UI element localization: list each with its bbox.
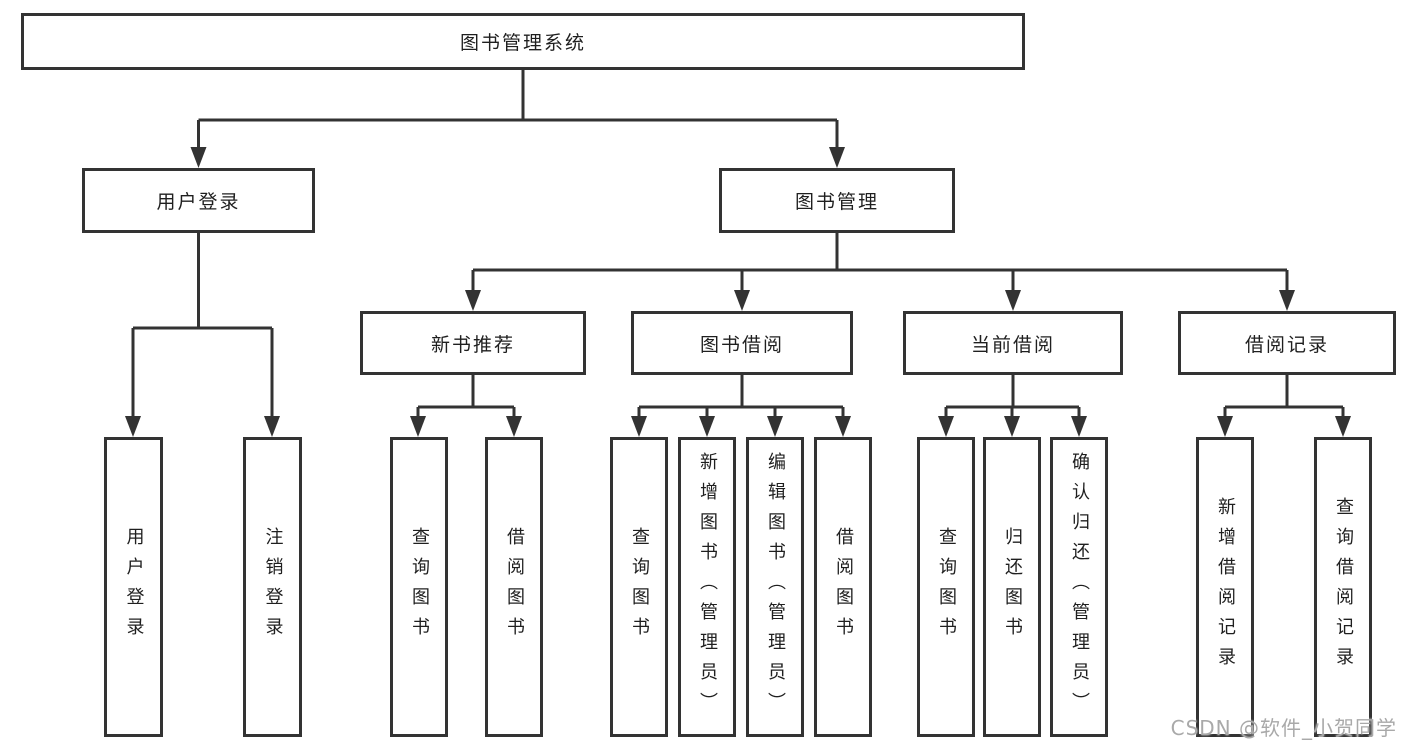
leaf-user-login: 用户登录 (104, 437, 163, 737)
node-borrowing-records: 借阅记录 (1178, 311, 1396, 375)
leaf-borrowing-borrow-books: 借阅图书 (814, 437, 872, 737)
node-library-system: 图书管理系统 (21, 13, 1025, 70)
leaf-add-books-admin: 新增图书（管理员） (678, 437, 736, 737)
node-current-borrowing: 当前借阅 (903, 311, 1123, 375)
leaf-query-borrow-record: 查询借阅记录 (1314, 437, 1372, 737)
node-book-borrowing: 图书借阅 (631, 311, 853, 375)
leaf-return-books: 归还图书 (983, 437, 1041, 737)
node-book-management: 图书管理 (719, 168, 955, 233)
leaf-recommend-borrow-books: 借阅图书 (485, 437, 543, 737)
leaf-borrowing-query-books: 查询图书 (610, 437, 668, 737)
leaf-recommend-query-books: 查询图书 (390, 437, 448, 737)
node-user-login: 用户登录 (82, 168, 315, 233)
leaf-logout: 注销登录 (243, 437, 302, 737)
leaf-edit-books-admin: 编辑图书（管理员） (746, 437, 804, 737)
leaf-current-query-books: 查询图书 (917, 437, 975, 737)
node-new-book-recommend: 新书推荐 (360, 311, 586, 375)
csdn-watermark: CSDN @软件_小贺同学 (1170, 716, 1397, 740)
leaf-confirm-return-admin: 确认归还（管理员） (1050, 437, 1108, 737)
leaf-add-borrow-record: 新增借阅记录 (1196, 437, 1254, 737)
